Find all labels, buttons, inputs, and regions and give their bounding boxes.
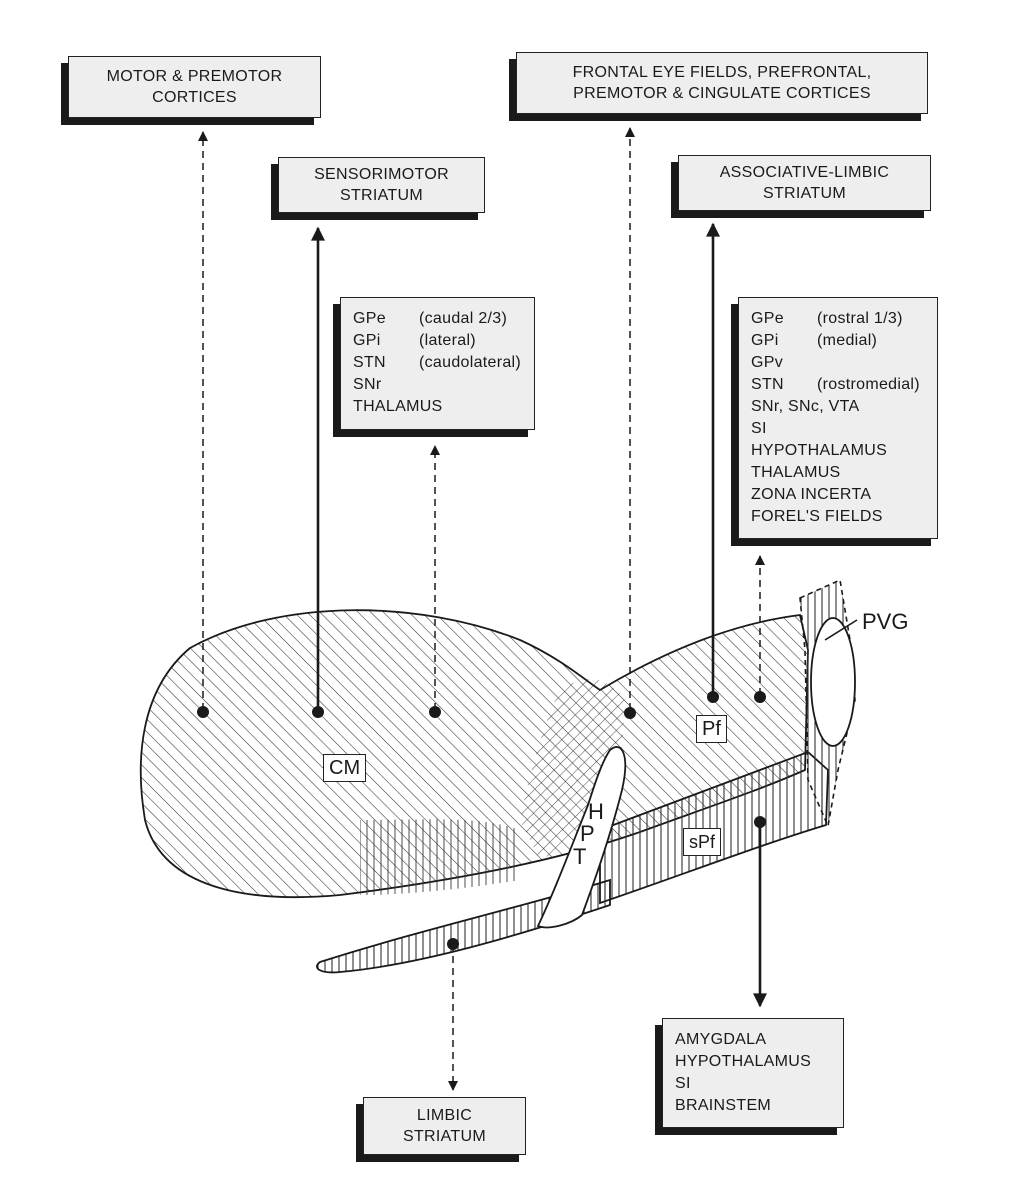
pvg-pointer-line xyxy=(824,619,858,641)
list-item: THALAMUS xyxy=(353,398,443,415)
cm-vertical-zone xyxy=(360,819,520,895)
pvg-canal xyxy=(810,617,856,747)
hpt-label-p: P xyxy=(580,821,595,846)
list-item: ZONA INCERTA xyxy=(751,486,872,503)
box-line: ASSOCIATIVE-LIMBIC xyxy=(719,164,890,181)
list-item: STN(rostromedial) xyxy=(751,376,920,393)
frontal-cortices-box: FRONTAL EYE FIELDS, PREFRONTAL, PREMOTOR… xyxy=(516,52,928,114)
dot-assoc-limbic xyxy=(707,691,719,703)
box-line: SENSORIMOTOR xyxy=(314,166,449,183)
crosshatch-zone xyxy=(520,679,625,860)
cm-targets-box: GPe(caudal 2/3) GPi(lateral) STN(caudola… xyxy=(340,297,535,430)
dot-limbic xyxy=(447,938,459,950)
connections xyxy=(198,127,767,1091)
box-line: STRIATUM xyxy=(340,187,423,204)
list-item: STN(caudolateral) xyxy=(353,354,522,371)
list-item: AMYGDALA xyxy=(675,1031,767,1048)
hpt-label-h: H xyxy=(588,799,604,824)
box-line: CORTICES xyxy=(152,89,237,106)
list-item: GPi(lateral) xyxy=(353,332,476,349)
origin-dots xyxy=(197,691,766,950)
box-line: MOTOR & PREMOTOR xyxy=(106,68,283,85)
list-item: GPv xyxy=(751,354,784,371)
dot-sensorimotor xyxy=(312,706,324,718)
box-line: PREMOTOR & CINGULATE CORTICES xyxy=(573,85,871,102)
spf-region xyxy=(599,750,829,905)
dot-motor xyxy=(197,706,209,718)
list-item: SNr, SNc, VTA xyxy=(751,398,860,415)
list-item: HYPOTHALAMUS xyxy=(751,442,888,459)
hpt-tract xyxy=(536,746,627,929)
spf-label: sPf xyxy=(683,828,722,856)
list-item: THALAMUS xyxy=(751,464,841,481)
list-item: SNr xyxy=(353,376,382,393)
pf-label: Pf xyxy=(696,715,727,743)
dot-spf xyxy=(754,816,766,828)
list-item: BRAINSTEM xyxy=(675,1097,772,1114)
dot-frontal xyxy=(624,707,636,719)
limbic-striatum-box: LIMBIC STRIATUM xyxy=(363,1097,526,1155)
box-line: STRIATUM xyxy=(763,185,846,202)
list-item: FOREL'S FIELDS xyxy=(751,508,883,525)
list-item: SI xyxy=(675,1075,691,1092)
sensorimotor-striatum-box: SENSORIMOTOR STRIATUM xyxy=(278,157,485,213)
cm-label: CM xyxy=(323,754,367,782)
pf-targets-box: GPe(rostral 1/3) GPi(medial) GPv STN(ros… xyxy=(738,297,938,539)
spf-targets-box: AMYGDALA HYPOTHALAMUS SI BRAINSTEM xyxy=(662,1018,844,1128)
box-line: FRONTAL EYE FIELDS, PREFRONTAL, xyxy=(572,64,872,81)
dot-pf-targets xyxy=(754,691,766,703)
pvg-label: PVG xyxy=(862,609,909,634)
list-item: GPi(medial) xyxy=(751,332,878,349)
assoc-limbic-striatum-box: ASSOCIATIVE-LIMBIC STRIATUM xyxy=(678,155,931,211)
list-item: SI xyxy=(751,420,767,437)
list-item: GPe(caudal 2/3) xyxy=(353,310,508,327)
hpt-label-t: T xyxy=(573,844,587,869)
list-item: GPe(rostral 1/3) xyxy=(751,310,903,327)
dot-cm-targets xyxy=(429,706,441,718)
list-item: HYPOTHALAMUS xyxy=(675,1053,812,1070)
motor-premotor-cortices-box: MOTOR & PREMOTOR CORTICES xyxy=(68,56,321,118)
box-line: LIMBIC xyxy=(416,1107,473,1124)
box-line: STRIATUM xyxy=(403,1128,486,1145)
